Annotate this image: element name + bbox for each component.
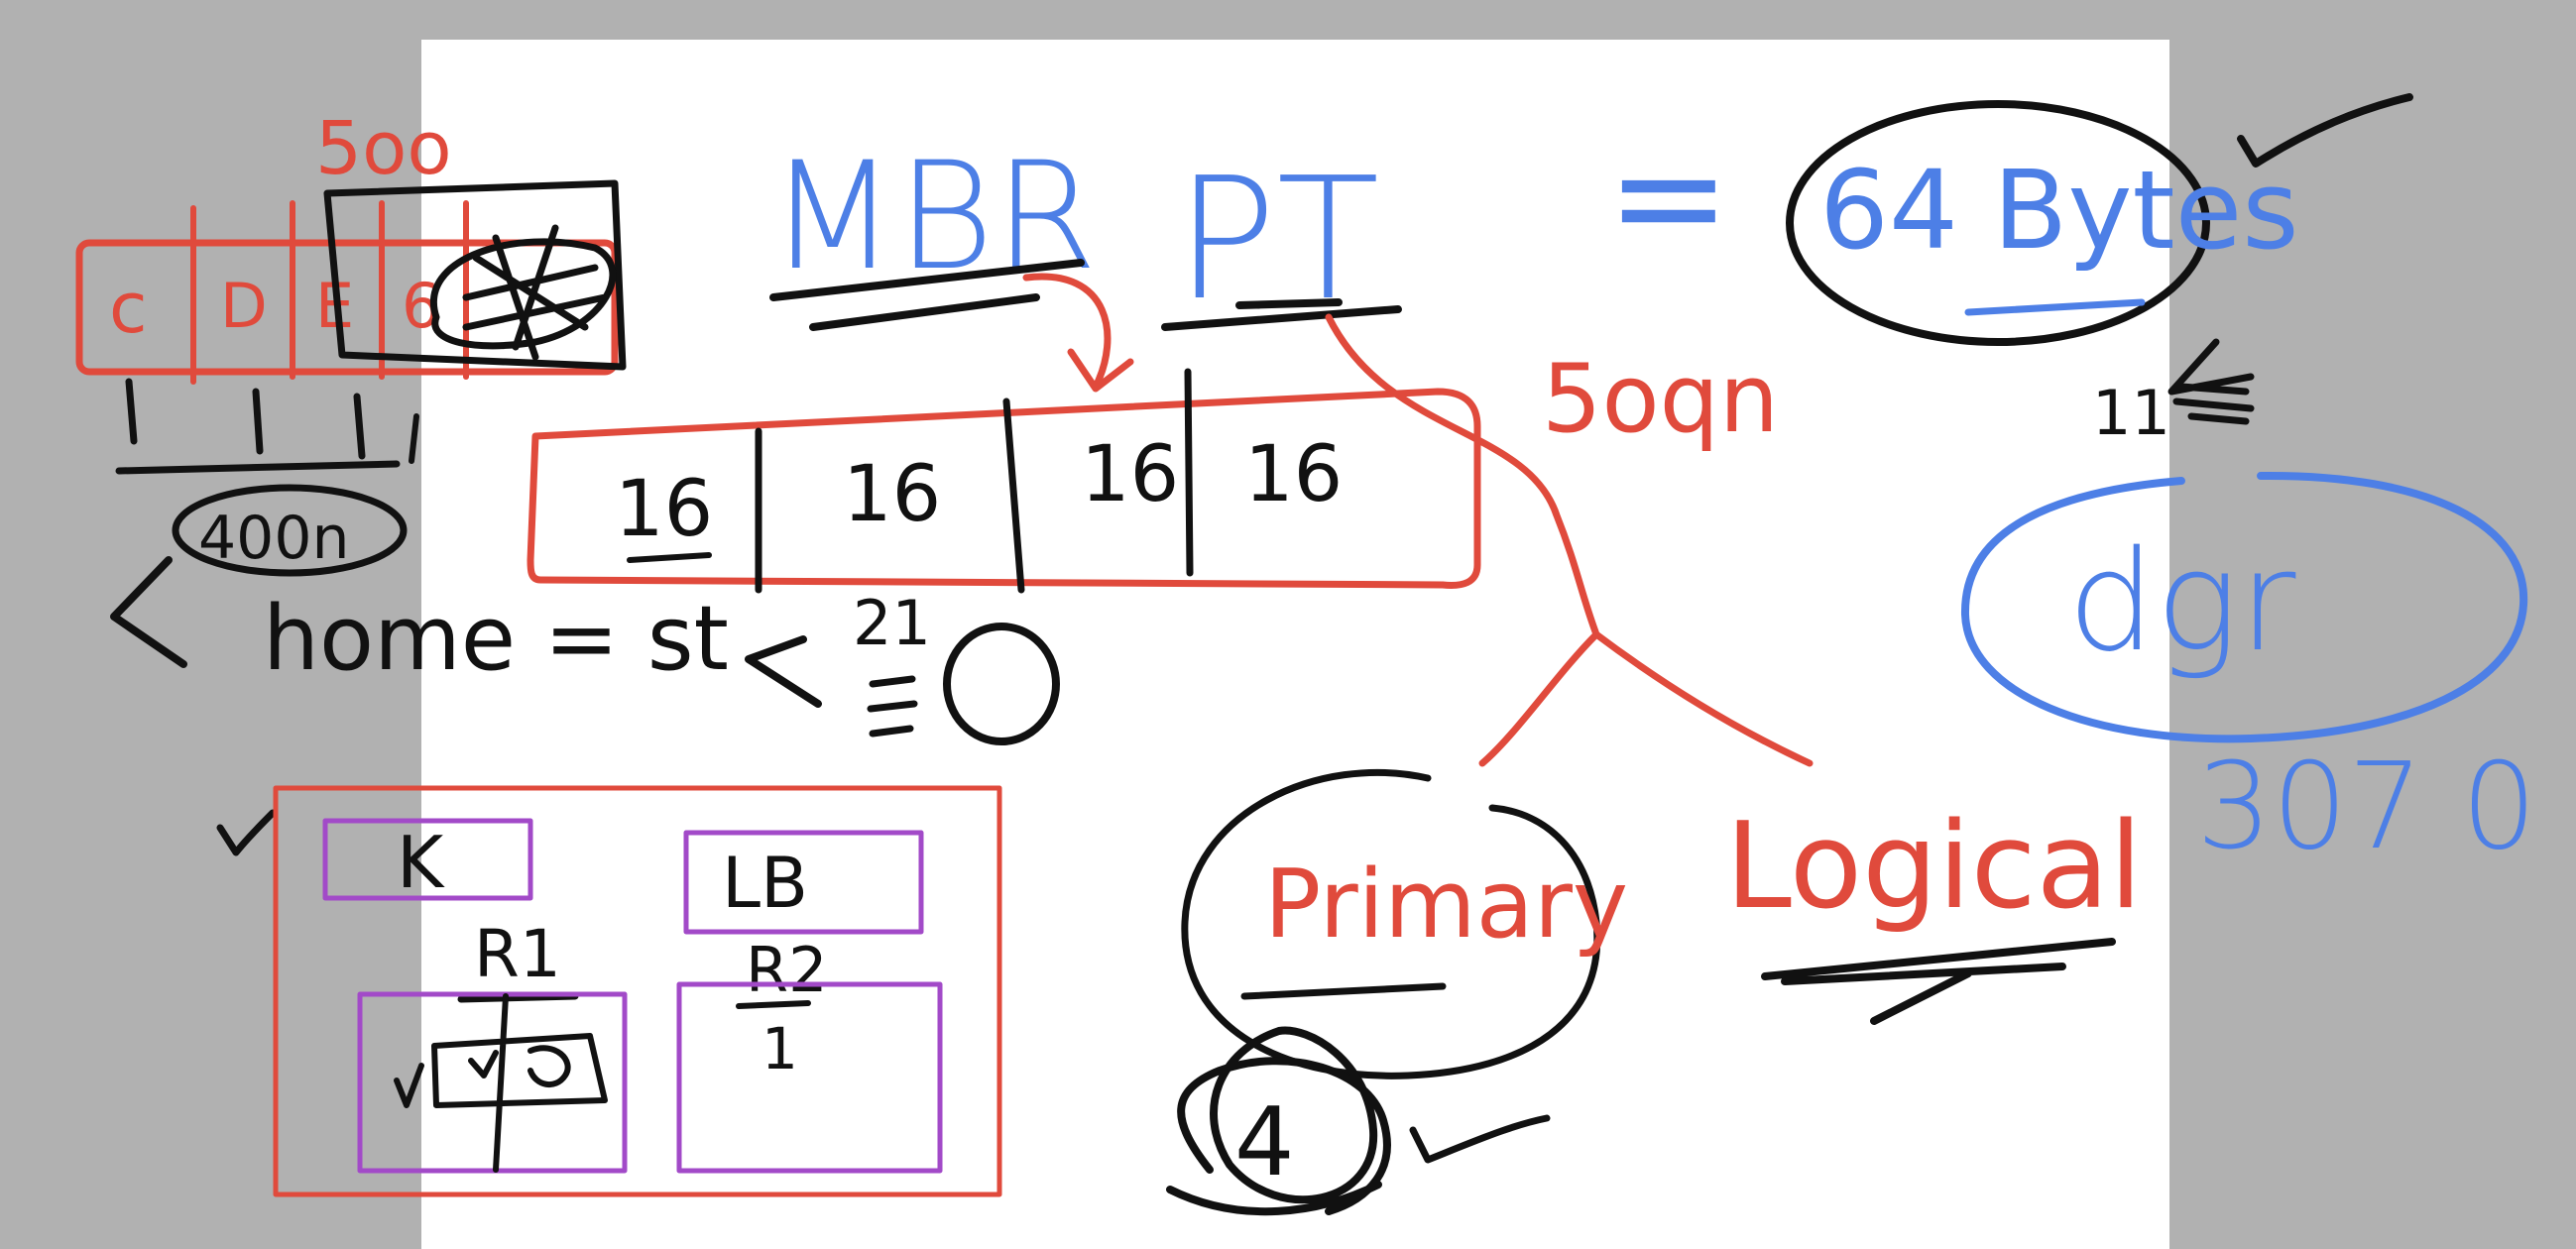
tick-mark-boxes (216, 809, 277, 856)
scribble-mark (430, 224, 617, 361)
partition-table-outline (527, 388, 1481, 589)
mbr-to-table-arrow (1022, 273, 1134, 393)
r1-inner-drawing (394, 993, 608, 1173)
box-k (322, 818, 533, 901)
note-blue-number: 307 0 (2196, 738, 2537, 876)
double-arrow-lines (2167, 338, 2255, 425)
drive-label-d: D (220, 270, 268, 342)
note-bytes: 64 Bytes (1819, 147, 2299, 274)
note-equals: = (1606, 111, 1731, 284)
paper-sheet (421, 40, 2169, 1249)
note-pt: PT (1175, 142, 1379, 338)
drive-partition-group: 5oo c D E 6 400n (75, 106, 627, 577)
bytes-underline (1964, 298, 2146, 316)
box-lb (683, 830, 924, 935)
note-primary: Primary (1264, 851, 1628, 960)
note-count: 4 (1234, 1088, 1294, 1197)
note-red-number: 5oo (315, 106, 452, 191)
slot-1: 16 (615, 465, 713, 554)
outer-red-box (273, 785, 1002, 1197)
note-home: home = st (263, 587, 729, 691)
note-box-lb: LB (722, 843, 808, 924)
note-red-scribble: 5oqn (1542, 345, 1779, 454)
zero-circle (943, 623, 1060, 745)
note-tally: 11 (2092, 377, 2170, 449)
left-arrow (110, 556, 187, 668)
bytes-circle (1786, 100, 2210, 346)
less-than-sign (745, 635, 822, 708)
box-r1 (357, 991, 628, 1174)
tick-mark-top-right (2237, 93, 2413, 168)
note-less-than-number: 21 (853, 587, 931, 659)
note-r2: R2 (746, 934, 828, 1006)
count-circles (1166, 1026, 1391, 1216)
slot-3: 16 (1081, 430, 1179, 519)
under-number-circle (172, 484, 408, 577)
note-r1: R1 (474, 916, 561, 992)
note-box-k: K (397, 821, 445, 904)
pt-tree-branch (1325, 313, 1814, 767)
drive-strip-box (75, 239, 619, 376)
mbr-underline (769, 259, 1085, 331)
drive-label-c: c (109, 268, 148, 349)
dgr-circle (1960, 471, 2528, 743)
tick-mark-count (1409, 1114, 1551, 1164)
logical-underline (1761, 938, 2116, 1025)
pt-underline (1161, 298, 1402, 331)
scratched-drive-box (323, 179, 627, 371)
note-r2-count: 1 (761, 1015, 798, 1082)
note-under-number: 400n (198, 504, 350, 573)
note-logical: Logical (1725, 798, 2143, 936)
primary-circle (1181, 768, 1601, 1079)
box-r2 (676, 981, 943, 1174)
note-dgr: dgr (2067, 521, 2296, 683)
slot-2: 16 (843, 450, 941, 539)
partition-table: 16 16 16 16 (527, 368, 1481, 594)
slot-4: 16 (1244, 430, 1343, 519)
triple-equals (867, 675, 918, 738)
